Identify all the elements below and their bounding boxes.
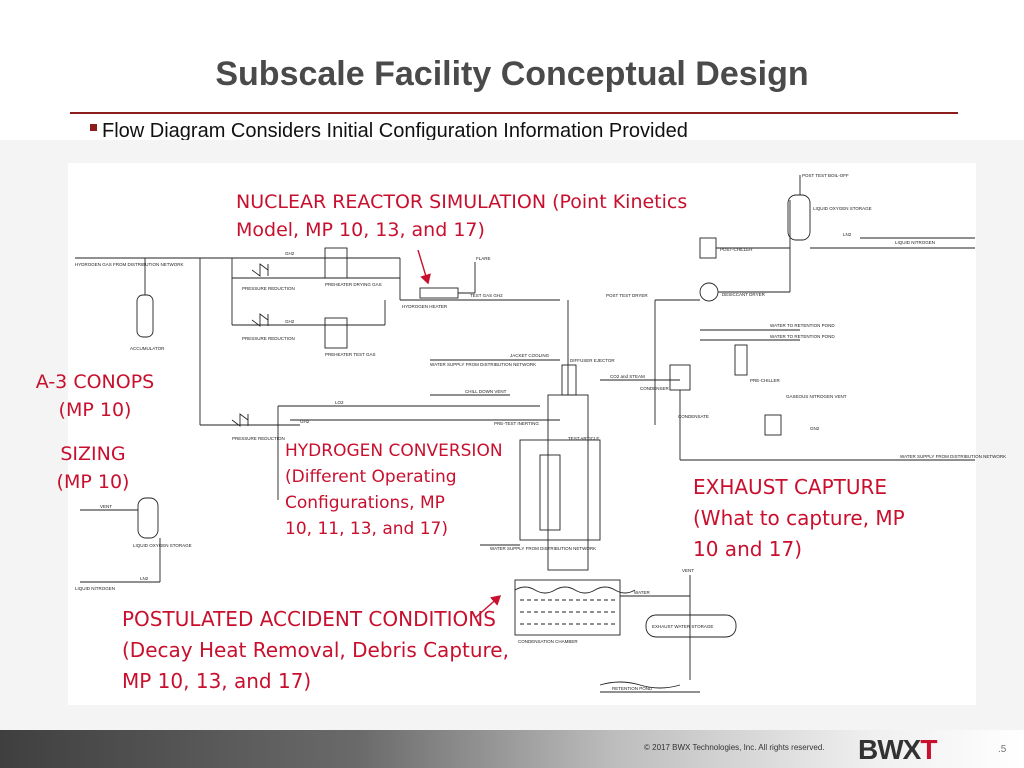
annotation-line: POSTULATED ACCIDENT CONDITIONS — [122, 607, 496, 631]
page-number: .5 — [998, 744, 1007, 755]
label-pre-chiller: PRE-CHILLER — [750, 378, 781, 383]
label-condensate: CONDENSATE — [678, 414, 709, 419]
annotation-line: (What to capture, MP — [693, 506, 905, 530]
label-gaseous-nitrogen-vent: GASEOUS NITROGEN VENT — [786, 394, 847, 399]
label-pressure-reduction-3: PRESSURE REDUCTION — [232, 436, 285, 441]
annotation-line: (MP 10) — [56, 471, 130, 493]
title-rule — [70, 112, 958, 114]
annotation-line: (Different Operating — [285, 467, 457, 487]
annotation-line: (Decay Heat Removal, Debris Capture, — [122, 638, 509, 662]
label-water-retention-2: WATER TO RETENTION POND — [770, 334, 835, 339]
label-flare: FLARE — [476, 256, 491, 261]
label-condenser: CONDENSER — [640, 386, 670, 391]
annotation-line: 10, 11, 13, and 17) — [285, 519, 448, 539]
annotation-hydrogen-conversion: HYDROGEN CONVERSION (Different Operating… — [285, 438, 503, 542]
label-liquid-nitrogen-left: LIQUID NITROGEN — [75, 586, 115, 591]
label-chill-down-vent: CHILL DOWN VENT — [465, 389, 507, 394]
label-pre-test-inerting: PRE-TEST INERTING — [494, 421, 539, 426]
bullet-marker — [90, 124, 97, 131]
annotation-line: NUCLEAR REACTOR SIMULATION (Point Kineti… — [236, 191, 688, 213]
label-liquid-oxygen-storage-left: LIQUID OXYGEN STORAGE — [133, 543, 192, 548]
label-vent-left: VENT — [100, 504, 112, 509]
label-pressure-reduction-2: PRESSURE REDUCTION — [242, 336, 295, 341]
slide-title: Subscale Facility Conceptual Design — [215, 55, 809, 93]
label-jacket-cooling: JACKET COOLING — [510, 353, 550, 358]
label-water: WATER — [634, 590, 650, 595]
flow-diagram-panel — [68, 163, 976, 705]
label-diffuser-ejector: DIFFUSER EJECTOR — [570, 358, 615, 363]
label-water-supply-right: WATER SUPPLY FROM DISTRIBUTION NETWORK — [900, 454, 1006, 459]
annotation-conops: A-3 CONOPS (MP 10) — [30, 368, 160, 424]
annotation-accident-conditions: POSTULATED ACCIDENT CONDITIONS (Decay He… — [122, 604, 509, 697]
footer-bar — [0, 730, 1024, 768]
label-exhaust-water-storage: EXHAUST WATER STORAGE — [652, 624, 713, 629]
label-condensation-chamber: CONDENSATION CHAMBER — [518, 639, 578, 644]
annotation-line: A-3 CONOPS — [35, 371, 155, 393]
annotation-line: (MP 10) — [58, 399, 132, 421]
annotation-sizing: SIZING (MP 10) — [38, 440, 148, 496]
label-preheater-test: PREHEATER TEST GAS — [325, 352, 376, 357]
label-h2-network: HYDROGEN GAS FROM DISTRIBUTION NETWORK — [75, 262, 184, 267]
copyright-text: © 2017 BWX Technologies, Inc. All rights… — [644, 743, 825, 752]
logo-main: BWX — [858, 734, 921, 765]
annotation-reactor-simulation: NUCLEAR REACTOR SIMULATION (Point Kineti… — [236, 188, 687, 244]
label-water-supply: WATER SUPPLY FROM DISTRIBUTION NETWORK — [430, 362, 536, 367]
label-gh2-2: GH2 — [285, 319, 295, 324]
label-liquid-oxygen-storage: LIQUID OXYGEN STORAGE — [813, 206, 872, 211]
label-gh2-1: GH2 — [285, 251, 295, 256]
label-post-chiller: POST-CHILLER — [720, 247, 753, 252]
annotation-line: 10 and 17) — [693, 537, 803, 561]
label-pressure-reduction-1: PRESSURE REDUCTION — [242, 286, 295, 291]
label-preheater-drying: PREHEATER DRYING GAS — [325, 282, 382, 287]
label-ln2: LN2 — [843, 232, 852, 237]
annotation-line: Model, MP 10, 13, and 17) — [236, 219, 485, 241]
label-gn2: GN2 — [810, 426, 820, 431]
label-lo2: LO2 — [335, 400, 344, 405]
label-gh2-3: GH2 — [300, 419, 310, 424]
logo-accent: T — [920, 734, 937, 765]
annotation-line: Configurations, MP — [285, 493, 445, 513]
label-water-retention-1: WATER TO RETENTION POND — [770, 323, 835, 328]
bullet-text: Flow Diagram Considers Initial Configura… — [102, 120, 688, 142]
label-ln2-left: LN2 — [140, 576, 149, 581]
label-desiccant-dryer: DESICCANT DRYER — [722, 292, 766, 297]
label-vent: VENT — [682, 568, 694, 573]
label-liquid-nitrogen: LIQUID NITROGEN — [895, 240, 935, 245]
label-retention-pond: RETENTION POND — [612, 686, 653, 691]
label-hydrogen-heater: HYDROGEN HEATER — [402, 304, 448, 309]
label-accumulator: ACCUMULATOR — [130, 346, 165, 351]
label-post-test-boil-off: POST TEST BOIL-OFF — [802, 173, 849, 178]
label-test-article: TEST ARTICLE — [568, 436, 599, 441]
annotation-line: MP 10, 13, and 17) — [122, 669, 312, 693]
annotation-line: SIZING — [60, 443, 126, 465]
annotation-exhaust-capture: EXHAUST CAPTURE (What to capture, MP 10 … — [693, 472, 905, 565]
annotation-line: HYDROGEN CONVERSION — [285, 441, 503, 461]
label-post-test-dryer: POST TEST DRYER — [606, 293, 648, 298]
annotation-line: EXHAUST CAPTURE — [693, 475, 888, 499]
label-water-supply-chamber: WATER SUPPLY FROM DISTRIBUTION NETWORK — [490, 546, 596, 551]
bwxt-logo: BWXT — [858, 734, 937, 766]
label-test-gas: TEST GAS GH2 — [470, 293, 503, 298]
label-co2-steam: CO2 and STEAM — [610, 374, 645, 379]
